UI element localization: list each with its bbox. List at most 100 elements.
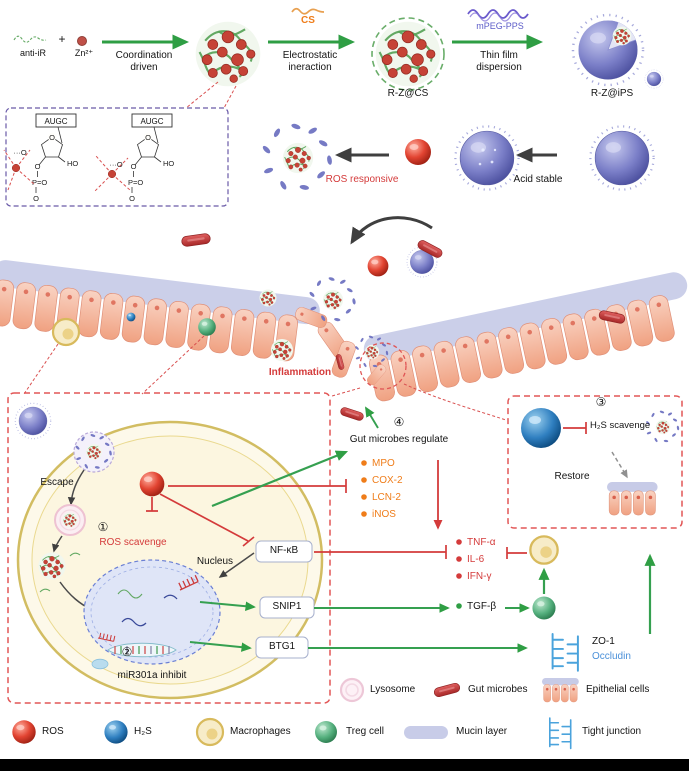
hydroxyl: HO [163,159,174,168]
legend-macrophages: Macrophages [230,726,291,737]
epithelium-left [0,260,320,363]
macrophage-legend-icon [195,717,225,747]
electrostatic-label-2: ineraction [288,62,332,73]
lysosome-legend-icon [339,677,365,703]
mirna-btg1-arrow [189,641,252,652]
mir301a-label: miR301a inhibit [117,670,187,681]
pathway-section [211,405,656,672]
h2s-scavenge-label: H₂S scavenge [590,420,651,431]
phosphate-p: P=O [32,178,47,187]
ring-oxygen: O [145,133,151,142]
particle-in-gap-icon [259,289,277,307]
restored-epithelium-icon [606,481,659,516]
ros-inhibition-lines [146,479,347,547]
restore-arrow [611,451,628,479]
scavenger-particle-icon [646,410,680,442]
stability-row [262,123,655,191]
ros-scavenge-label: ROS scavenge [99,537,167,548]
coordination-label-2: driven [130,62,158,73]
ros-sphere-icon [405,139,431,165]
treg-legend-icon [315,721,337,743]
macrophage-icon [529,535,559,565]
legend-lysosome: Lysosome [370,684,416,695]
tgfb-label: TGF-β [467,601,497,612]
treg-icon [532,596,556,620]
macrophage-cytokine-inhibit [506,547,527,559]
cytokine-il6: IL-6 [467,554,485,565]
snip1-label: SNIP1 [272,601,302,612]
acid-stable-particle-icon [454,125,520,191]
escape-label: Escape [40,477,74,488]
inflammation-site-circle [359,342,407,390]
occludin-label: Occludin [592,651,631,662]
legend-epithelial-cells: Epithelial cells [586,684,650,695]
electrostatic-label-1: Electrostatic [282,50,338,61]
legend-mucin: Mucin layer [456,726,508,737]
gut-microbe-icon [180,232,212,248]
nucleotide-unit-1: AUGC O HO O P=O O [32,113,78,203]
legend-gut-microbes: Gut microbes [468,684,528,695]
cs-label: CS [301,15,315,26]
rzips-particle2-icon [589,125,655,191]
thin-film-label-1: Thin film [480,50,518,61]
ros-responsive-label: ROS responsive [325,174,399,185]
legend-treg: Treg cell [346,726,384,737]
ring-oxygen: O [49,133,55,142]
chitosan-strand-icon [291,7,325,15]
ros-legend-icon [12,720,36,744]
acid-stable-label: Acid stable [513,174,563,185]
nucleus [83,559,221,670]
microbe-up-arrow [365,406,379,429]
legend-h2s: H₂S [134,726,152,737]
tight-junction-legend-icon [548,717,572,750]
nucleotide-unit-2: AUGC O HO O P=O O [128,113,174,203]
marker-cox2: COX-2 [372,475,403,486]
thin-film-label-2: dispersion [476,62,522,73]
rz-nanoparticle-icon [194,20,262,88]
rzips-entering-icon [14,402,52,440]
phosphate-p: P=O [128,178,143,187]
nfkb-cytokine-inhibit [314,545,447,559]
zinc-ion-icon [77,36,87,46]
anti-ir-label: anti-iR [19,48,47,58]
nucleus-label: Nucleus [196,556,234,567]
intracellular-ros-icon [139,471,165,497]
base-label: AUGC [140,117,163,126]
legend [12,677,580,750]
zoom-connector-lines [23,335,507,421]
epithelial-legend-icon [541,677,580,703]
organelle-icon [91,658,109,670]
zo1-label: ZO-1 [592,636,615,647]
base-label: AUGC [44,117,67,126]
rzips-particle-icon [571,13,645,87]
bottom-bar [0,759,689,771]
marker-mpo: MPO [372,458,395,469]
backbone-ellipsis: ···O [13,148,26,157]
phosphate-o2: O [33,194,39,203]
step4-number: ④ [393,415,405,429]
cytokine-ifng: IFN-γ [467,571,492,582]
inflammation-label: Inflammation [268,367,332,378]
h2s-box [507,395,683,529]
mucin-layer-right [363,272,688,363]
endosome-escape [37,431,115,611]
gut-regulate-arrow [211,450,349,508]
hydroxyl: HO [67,159,78,168]
coordination-label-1: Coordination [115,50,173,61]
gut-microbe-legend-icon [432,681,462,699]
entry-arrow [350,216,433,245]
disassembled-particle-icon [262,123,333,191]
epithelium-right [363,272,688,403]
mucin-legend-icon [404,726,448,739]
gut-regulate-label: Gut microbes regulate [349,434,449,445]
treg-icon [198,318,216,336]
h2s-inhibit-bar [563,422,587,434]
particle-in-gap-icon [270,338,294,362]
macrophage-icon [51,317,81,347]
zinc-coordination [3,149,131,193]
h2s-dot-icon [126,312,136,322]
mirna-snip1-arrow [199,601,256,611]
rzcs-label: R-Z@CS [387,88,429,99]
anti-ir-strand-icon [13,35,47,43]
